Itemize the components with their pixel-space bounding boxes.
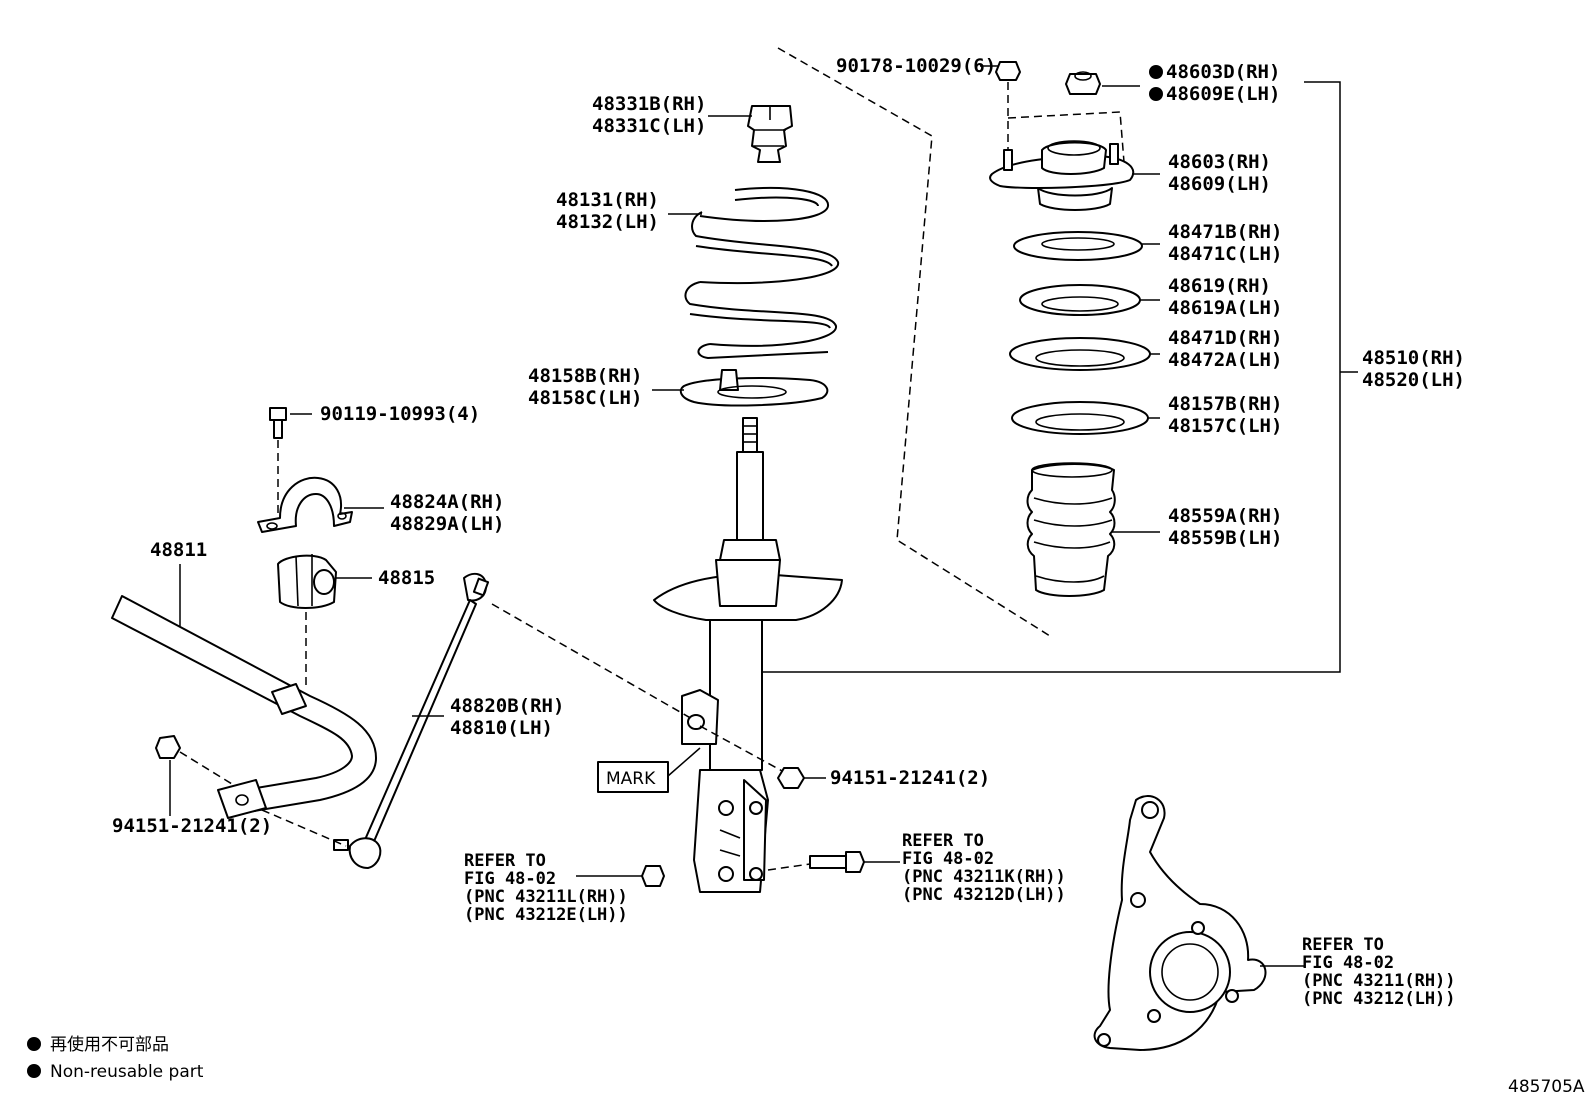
non-reusable-mark-48603d bbox=[1149, 65, 1163, 79]
mark-box bbox=[597, 761, 669, 793]
spring-insulator bbox=[679, 369, 829, 407]
bracket-bolt-90119 bbox=[269, 407, 287, 439]
mount-nut-48603d bbox=[1065, 71, 1101, 95]
lower-nut bbox=[641, 865, 665, 887]
ref-bolt-right-4: (PNC 43212D(LH)) bbox=[902, 885, 1066, 905]
legend-en: Non-reusable part bbox=[50, 1062, 204, 1082]
ref-bolt-left-4: (PNC 43212E(LH)) bbox=[464, 905, 628, 925]
label-48603d-rh: 48603D(RH) bbox=[1166, 61, 1280, 83]
ref-bolt-left-3: (PNC 43211L(RH)) bbox=[464, 887, 628, 907]
label-48157-rh: 48157B(RH) bbox=[1168, 393, 1282, 415]
label-mark: MARK bbox=[606, 769, 656, 789]
shock-absorber bbox=[653, 417, 843, 893]
ref-bolt-right-1: REFER TO bbox=[902, 831, 984, 851]
label-90178: 90178-10029(6) bbox=[836, 55, 996, 77]
label-48603d-lh: 48609E(LH) bbox=[1166, 83, 1280, 105]
label-48559-lh: 48559B(LH) bbox=[1168, 527, 1282, 549]
dust-boot bbox=[1026, 462, 1116, 597]
label-48471b-lh: 48471C(LH) bbox=[1168, 243, 1282, 265]
upper-spring-seat bbox=[1013, 231, 1143, 261]
label-48824-lh: 48829A(LH) bbox=[390, 513, 504, 535]
label-48820-rh: 48820B(RH) bbox=[450, 695, 564, 717]
stabilizer-bushing bbox=[277, 554, 337, 609]
leader-mark bbox=[667, 747, 701, 777]
legend-bullet-jp bbox=[27, 1037, 41, 1051]
label-90119: 90119-10993(4) bbox=[320, 403, 480, 425]
ref-bolt-left-2: FIG 48-02 bbox=[464, 869, 556, 889]
label-48157-lh: 48157C(LH) bbox=[1168, 415, 1282, 437]
support-bearing bbox=[1019, 284, 1141, 316]
ref-bolt-left-1: REFER TO bbox=[464, 851, 546, 871]
ref-bolt-right-3: (PNC 43211K(RH)) bbox=[902, 867, 1066, 887]
label-48559-rh: 48559A(RH) bbox=[1168, 505, 1282, 527]
ref-knuckle-4: (PNC 43212(LH)) bbox=[1302, 989, 1456, 1009]
mount-nut-90178 bbox=[995, 61, 1021, 81]
label-48158-rh: 48158B(RH) bbox=[528, 365, 642, 387]
label-48131-lh: 48132(LH) bbox=[556, 211, 659, 233]
ref-knuckle-3: (PNC 43211(RH)) bbox=[1302, 971, 1456, 991]
label-48603-lh: 48609(LH) bbox=[1168, 173, 1271, 195]
stabilizer-link bbox=[333, 572, 490, 869]
ref-bolt-right-2: FIG 48-02 bbox=[902, 849, 994, 869]
dash-strut-to-nut bbox=[699, 725, 785, 773]
label-48131-rh: 48131(RH) bbox=[556, 189, 659, 211]
assembly-bracket bbox=[752, 81, 1341, 673]
label-48603-rh: 48603(RH) bbox=[1168, 151, 1271, 173]
label-48619-rh: 48619(RH) bbox=[1168, 275, 1271, 297]
label-48471d-rh: 48471D(RH) bbox=[1168, 327, 1282, 349]
label-94151-right: 94151-21241(2) bbox=[830, 767, 990, 789]
dash-nut-to-bar bbox=[179, 751, 233, 785]
label-48331-lh: 48331C(LH) bbox=[592, 115, 706, 137]
label-48824-rh: 48824A(RH) bbox=[390, 491, 504, 513]
spring-upper-seat bbox=[1009, 337, 1151, 371]
label-48820-lh: 48810(LH) bbox=[450, 717, 553, 739]
label-48471b-rh: 48471B(RH) bbox=[1168, 221, 1282, 243]
upper-support bbox=[989, 111, 1135, 211]
label-48471d-lh: 48472A(LH) bbox=[1168, 349, 1282, 371]
lower-bolt bbox=[809, 851, 865, 873]
upper-insulator bbox=[1011, 401, 1149, 435]
label-48331-rh: 48331B(RH) bbox=[592, 93, 706, 115]
dash-bar-to-link bbox=[261, 809, 347, 847]
label-48510-lh: 48520(LH) bbox=[1362, 369, 1465, 391]
non-reusable-mark-48609e bbox=[1149, 87, 1163, 101]
legend-jp: 再使用不可部品 bbox=[50, 1034, 169, 1055]
link-nut-left bbox=[155, 735, 181, 759]
label-94151-left: 94151-21241(2) bbox=[112, 815, 272, 837]
dash-bolt-to-strut bbox=[767, 863, 811, 871]
legend-bullet-en bbox=[27, 1064, 41, 1078]
figure-id: 485705A bbox=[1508, 1077, 1585, 1097]
bump-stopper bbox=[747, 105, 793, 163]
label-48619-lh: 48619A(LH) bbox=[1168, 297, 1282, 319]
link-nut-right bbox=[777, 767, 805, 789]
label-48811: 48811 bbox=[150, 539, 207, 561]
label-48158-lh: 48158C(LH) bbox=[528, 387, 642, 409]
ref-knuckle-1: REFER TO bbox=[1302, 935, 1384, 955]
steering-knuckle bbox=[1093, 795, 1267, 1051]
coil-spring bbox=[684, 187, 840, 360]
stabilizer-bracket bbox=[257, 476, 353, 533]
ref-knuckle-2: FIG 48-02 bbox=[1302, 953, 1394, 973]
label-48510-rh: 48510(RH) bbox=[1362, 347, 1465, 369]
mount-group-outline bbox=[777, 47, 1051, 637]
label-48815: 48815 bbox=[378, 567, 435, 589]
stabilizer-bar bbox=[111, 595, 377, 819]
